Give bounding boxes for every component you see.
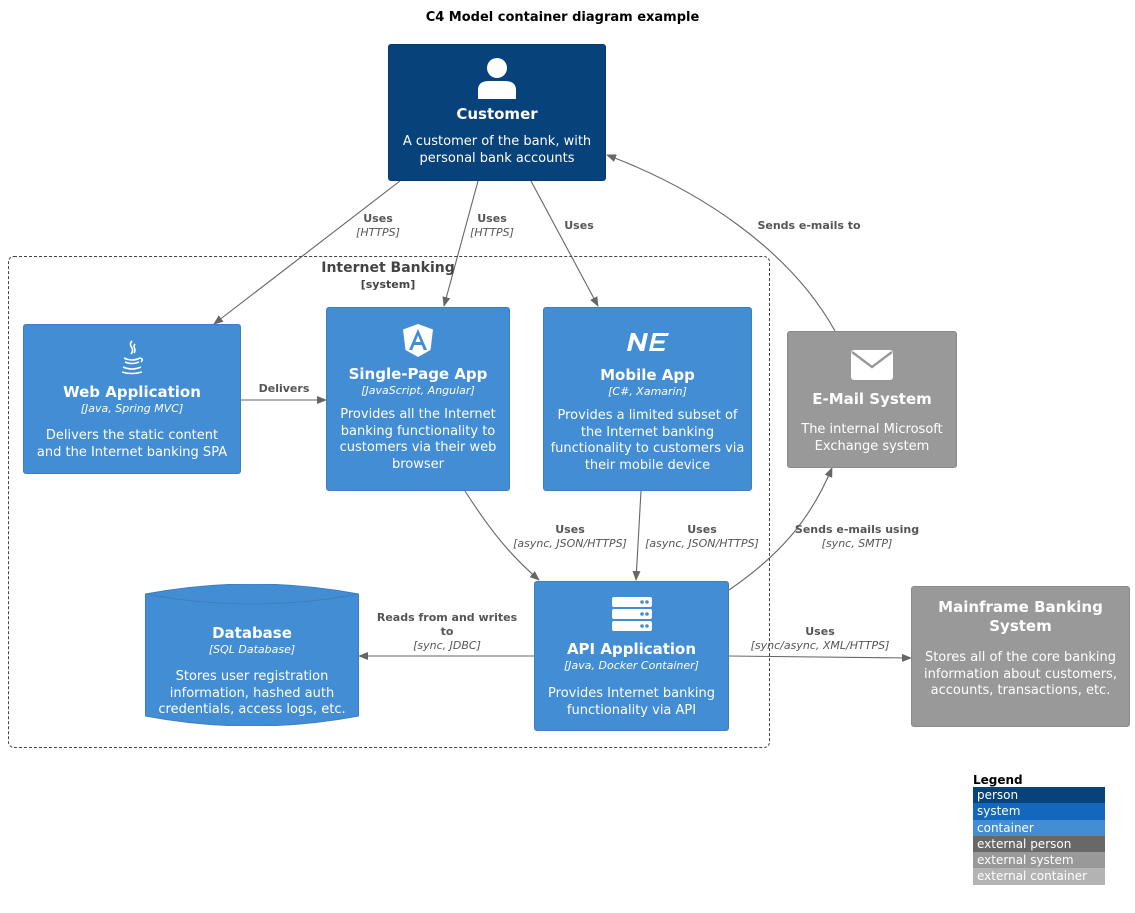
- edge-label-spa-api: Uses [async, JSON/HTTPS]: [513, 523, 627, 550]
- server-icon: [611, 597, 652, 631]
- legend-item: person: [973, 787, 1105, 804]
- dotnet-icon: [626, 333, 669, 351]
- person-icon: [478, 58, 516, 99]
- single-page-app-node[interactable]: Single-Page App [JavaScript, Angular] Pr…: [326, 307, 510, 491]
- edge-label-web-spa: Delivers: [258, 382, 310, 395]
- web-app-tech: [Java, Spring MVC]: [80, 402, 184, 415]
- angular-icon: [403, 324, 433, 357]
- edge-customer-mobile: [530, 180, 599, 307]
- database-name: Database: [212, 624, 292, 642]
- edge-label-api-email: Sends e-mails using [sync, SMTP]: [794, 523, 920, 550]
- database-text: Database [SQL Database] Stores user regi…: [145, 624, 359, 719]
- mainframe-banking-node[interactable]: Mainframe Banking System Stores all of t…: [911, 586, 1130, 727]
- mobile-desc: Provides a limited subset of the Interne…: [550, 408, 745, 473]
- legend-item: external system: [973, 852, 1105, 869]
- spa-desc: Provides all the Internet banking functi…: [339, 407, 497, 472]
- legend-item: system: [973, 803, 1105, 820]
- mainframe-desc: Stores all of the core banking informati…: [924, 650, 1117, 698]
- edge-api-mainframe: [728, 653, 912, 662]
- database-node[interactable]: Database [SQL Database] Stores user regi…: [145, 584, 359, 726]
- internet-banking-boundary: [8, 256, 770, 748]
- api-name: API Application: [566, 640, 697, 658]
- edge-customer-web: [213, 180, 401, 325]
- web-application-node[interactable]: Web Application [Java, Spring MVC] Deliv…: [23, 324, 241, 474]
- email-name: E-Mail System: [812, 390, 932, 408]
- api-desc: Provides Internet banking functionality …: [548, 686, 715, 718]
- mainframe-name: Mainframe Banking System: [938, 598, 1103, 635]
- edge-api-email: [728, 467, 833, 591]
- mobile-app-node[interactable]: Mobile App [C#, Xamarin] Provides a limi…: [543, 307, 752, 491]
- database-tech: [SQL Database]: [208, 643, 296, 656]
- customer-node[interactable]: Customer A customer of the bank, with pe…: [388, 44, 606, 181]
- legend-item: container: [973, 819, 1105, 836]
- edge-label-email-customer: Sends e-mails to: [757, 219, 861, 232]
- edge-label-customer-web: Uses [HTTPS]: [356, 212, 400, 239]
- database-cylinder-shape: [145, 584, 359, 726]
- edge-label-mobile-api: Uses [async, JSON/HTTPS]: [645, 523, 759, 550]
- legend-title: Legend: [973, 773, 1023, 787]
- email-system-node[interactable]: E-Mail System The internal Microsoft Exc…: [787, 331, 957, 468]
- diagram-title: C4 Model container diagram example: [425, 10, 700, 25]
- edge-customer-spa: [442, 180, 479, 307]
- customer-name: Customer: [456, 105, 538, 123]
- envelope-icon: [851, 350, 893, 380]
- email-desc: The internal Microsoft Exchange system: [801, 422, 943, 454]
- edge-label-customer-spa: Uses [HTTPS]: [470, 212, 514, 239]
- mobile-tech: [C#, Xamarin]: [608, 385, 687, 398]
- edge-label-customer-mobile: Uses: [564, 219, 594, 232]
- edge-spa-api: [464, 490, 540, 581]
- legend-item: external container: [973, 868, 1105, 885]
- api-application-node[interactable]: API Application [Java, Docker Container]…: [534, 581, 729, 731]
- edge-email-customer: [606, 154, 836, 332]
- web-app-desc: Delivers the static content and the Inte…: [36, 428, 228, 460]
- edge-label-api-db: Reads from and writes to [sync, JDBC]: [376, 611, 518, 652]
- mobile-name: Mobile App: [600, 366, 695, 384]
- web-app-name: Web Application: [63, 383, 201, 401]
- java-icon: [121, 340, 144, 375]
- edge-label-api-mainframe: Uses [sync/async, XML/HTTPS]: [750, 625, 890, 652]
- boundary-type: [system]: [360, 278, 416, 291]
- spa-tech: [JavaScript, Angular]: [361, 384, 475, 397]
- legend-item: external person: [973, 835, 1105, 853]
- boundary-title: Internet Banking: [321, 260, 455, 276]
- database-desc: Stores user registration information, ha…: [158, 669, 346, 717]
- spa-name: Single-Page App: [348, 365, 488, 383]
- edge-mobile-api: [632, 490, 642, 581]
- customer-desc: A customer of the bank, with personal ba…: [402, 134, 592, 166]
- api-tech: [Java, Docker Container]: [564, 659, 699, 672]
